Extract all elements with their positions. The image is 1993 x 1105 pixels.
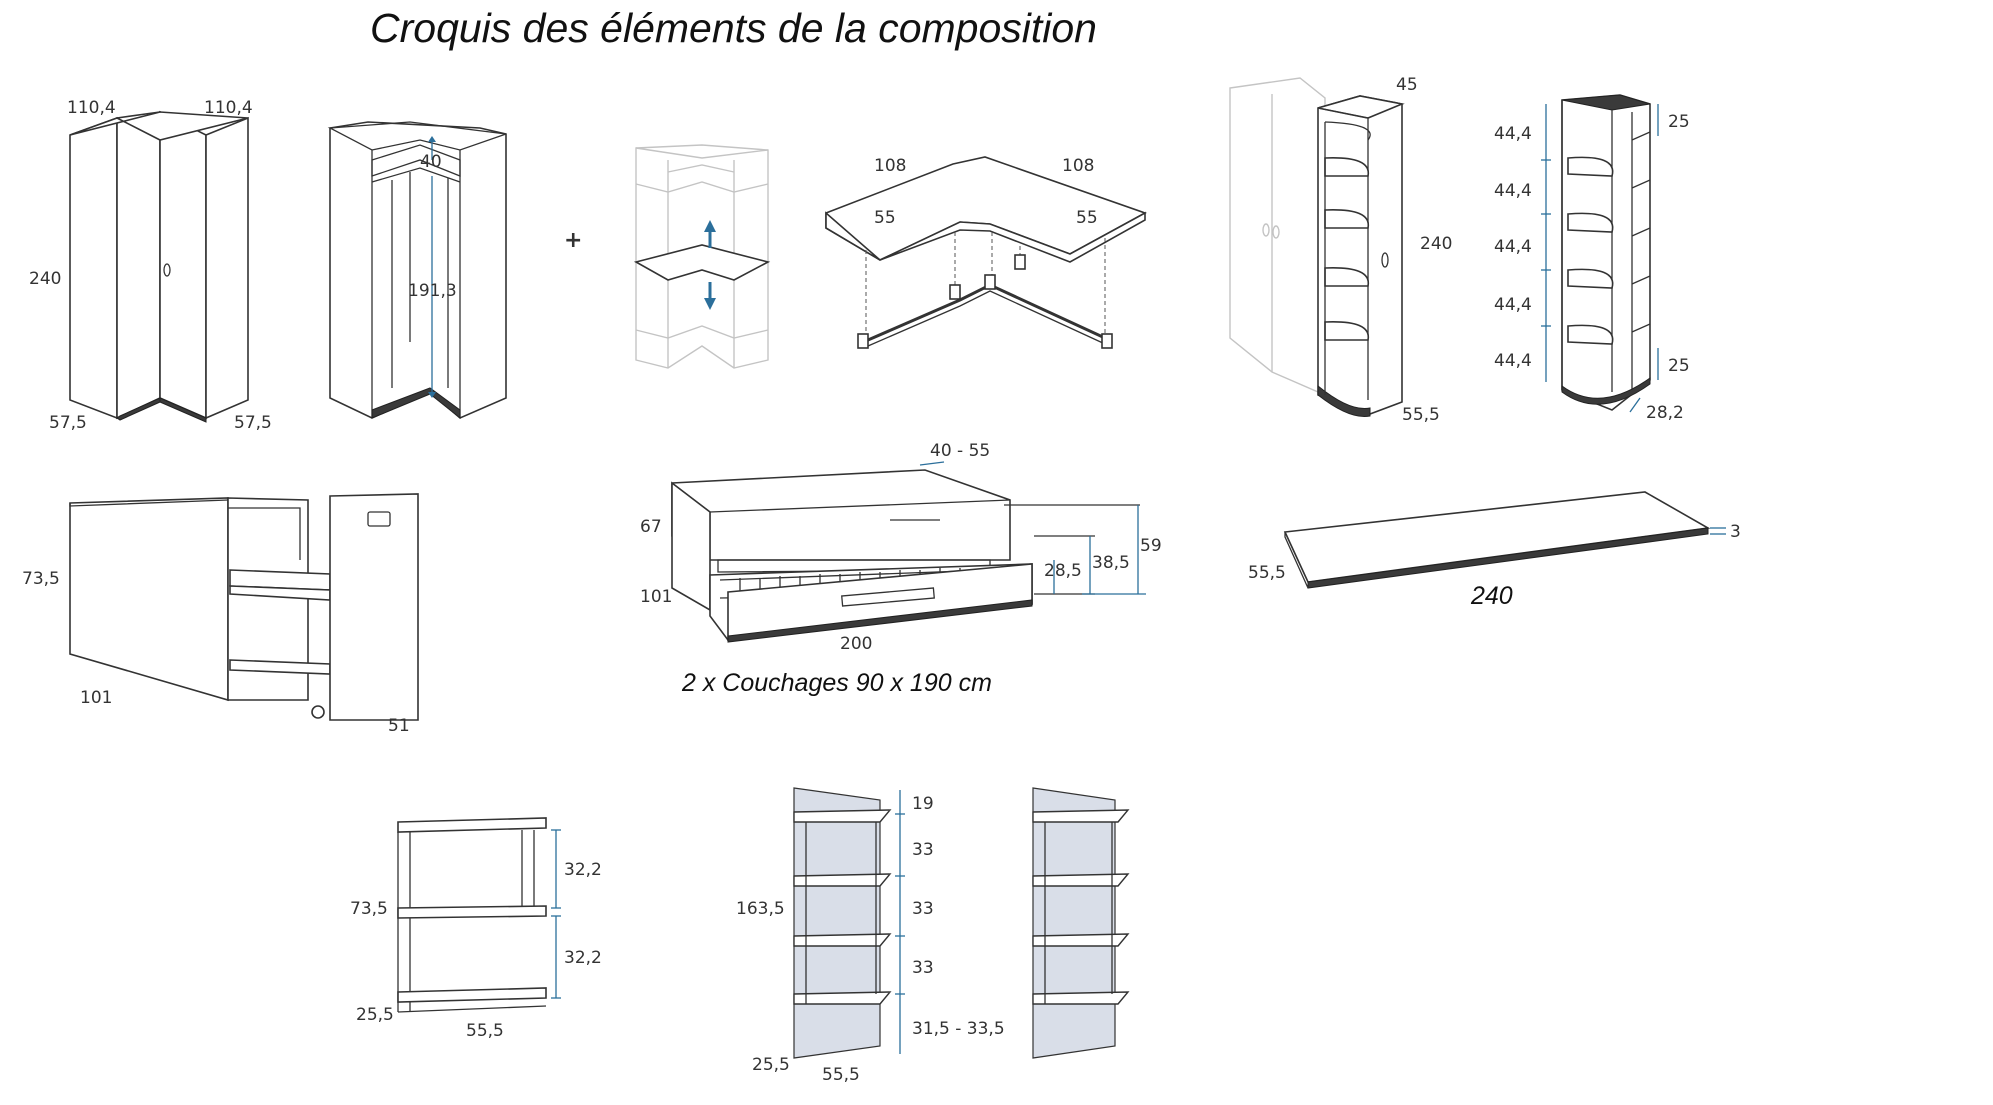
- corner-wardrobe: [69, 110, 249, 423]
- plank: [1283, 491, 1726, 589]
- dim-shelf-width: 55,5: [822, 1065, 860, 1085]
- corner-desk: [825, 156, 1147, 349]
- dim-bookcase-upper: 32,2: [564, 860, 602, 880]
- wall-shelf-2: [1032, 787, 1130, 1059]
- dim-plank-length: 240: [1470, 582, 1513, 610]
- dim-bed-length: 200: [840, 634, 872, 654]
- dim-hanging: 191,3: [408, 281, 457, 301]
- dim-desk-depth-left: 55: [874, 208, 896, 228]
- dim-col-bottom: 25: [1668, 356, 1690, 376]
- dim-width-right: 110,4: [204, 98, 253, 118]
- dim-shelf-top: 19: [912, 794, 934, 814]
- dim-bookcase-depth: 25,5: [356, 1005, 394, 1025]
- dim-col-1: 44,4: [1494, 124, 1532, 144]
- dim-bed-height: 67: [640, 517, 662, 537]
- small-bookcase: [397, 817, 561, 1013]
- dim-shelf-gap3: 33: [912, 958, 934, 978]
- dim-col-3: 44,4: [1494, 237, 1532, 257]
- dim-height: 240: [29, 269, 61, 289]
- dim-shelf-height: 163,5: [736, 899, 785, 919]
- dim-desk-length: 101: [80, 688, 112, 708]
- dim-col-2: 44,4: [1494, 181, 1532, 201]
- dim-plank-thickness: 3: [1730, 522, 1741, 542]
- dim-col-4: 44,4: [1494, 295, 1532, 315]
- dim-shelf-gap2: 33: [912, 899, 934, 919]
- dim-unit-depth: 45: [1396, 75, 1418, 95]
- dim-bookcase-height: 73,5: [350, 899, 388, 919]
- page-title: Croquis des éléments de la composition: [370, 5, 1097, 51]
- dim-bookcase-lower: 32,2: [564, 948, 602, 968]
- dim-plank-depth: 55,5: [1248, 563, 1286, 583]
- shelf-column: [1541, 94, 1659, 413]
- desk-pullout: [69, 493, 419, 721]
- dim-depth-left: 57,5: [49, 413, 87, 433]
- dim-unit-height: 240: [1420, 234, 1452, 254]
- dim-col-5: 44,4: [1494, 351, 1532, 371]
- corner-shelf-ghost: [633, 144, 771, 369]
- dim-mid-h: 38,5: [1092, 553, 1130, 573]
- dim-col-width: 28,2: [1646, 403, 1684, 423]
- dim-total-h: 59: [1140, 536, 1162, 556]
- corner-shelf-unit: [1229, 77, 1405, 418]
- dim-drawer-h: 28,5: [1044, 561, 1082, 581]
- dim-desk-height: 73,5: [22, 569, 60, 589]
- dim-shelf-depth: 25,5: [752, 1055, 790, 1075]
- wall-shelf: [793, 787, 905, 1059]
- dim-bookcase-width: 55,5: [466, 1021, 504, 1041]
- dim-desk-right: 108: [1062, 156, 1094, 176]
- dim-width-left: 110,4: [67, 98, 116, 118]
- plus-sign: +: [564, 228, 582, 253]
- dim-unit-base: 55,5: [1402, 405, 1440, 425]
- dim-col-top: 25: [1668, 112, 1690, 132]
- bed-caption: 2 x Couchages 90 x 190 cm: [681, 669, 992, 697]
- corner-wardrobe-open: [327, 121, 507, 420]
- dim-top-shelf: 40: [420, 152, 442, 172]
- dim-bed-depth: 101: [640, 587, 672, 607]
- dim-desk-depth: 51: [388, 716, 410, 736]
- dim-backrest: 40 - 55: [930, 441, 990, 461]
- dim-shelf-bottom: 31,5 - 33,5: [912, 1019, 1005, 1039]
- dim-shelf-gap1: 33: [912, 840, 934, 860]
- dim-depth-right: 57,5: [234, 413, 272, 433]
- bed-trundle: [671, 461, 1146, 643]
- dim-desk-depth-right: 55: [1076, 208, 1098, 228]
- dim-desk-left: 108: [874, 156, 906, 176]
